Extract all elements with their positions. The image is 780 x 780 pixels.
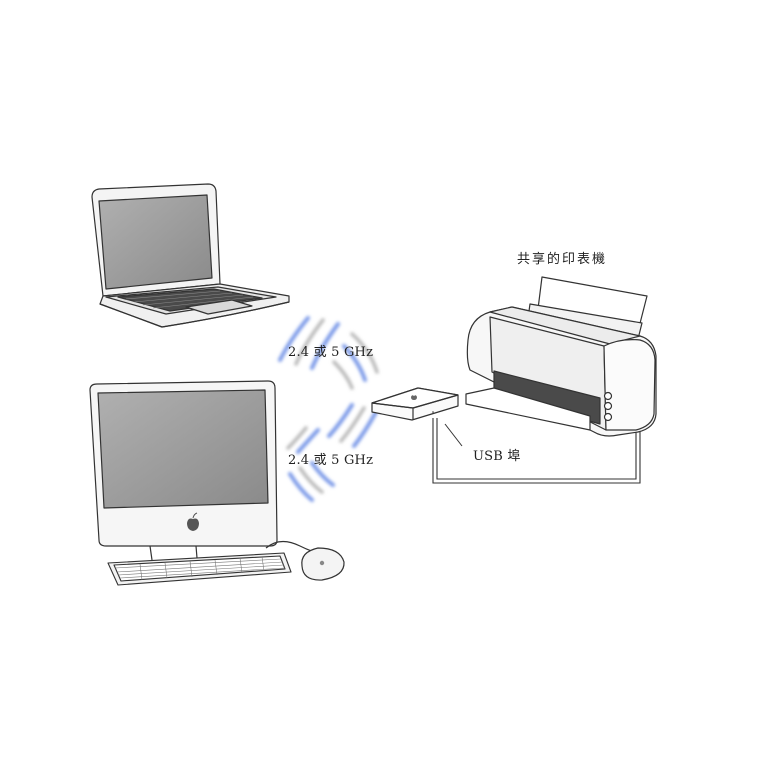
wave-arc: [332, 360, 354, 390]
wifi-base-station-icon: [371, 387, 459, 421]
wave-arc: [288, 472, 314, 502]
wave-arc: [310, 461, 335, 487]
wireless-label-bottom: 2.4 或 5 GHz: [288, 453, 374, 468]
wireless-waves-top: [278, 316, 379, 390]
wave-arc: [339, 406, 366, 443]
wave-arc: [286, 426, 308, 450]
usb-port-pointer: [444, 423, 463, 447]
wave-arc: [310, 322, 340, 370]
wireless-label-top: 2.4 或 5 GHz: [288, 345, 374, 360]
wave-arc: [278, 316, 310, 362]
printer-icon: [465, 276, 657, 437]
laptop-icon: [91, 183, 290, 328]
mouse-icon: [265, 540, 345, 581]
usb-cable: [432, 418, 641, 484]
desktop-computer-icon: [89, 380, 278, 561]
keyboard-icon: [107, 552, 292, 586]
wave-arc: [352, 410, 378, 448]
wave-arc: [342, 344, 367, 382]
apple-logo-icon: [187, 512, 199, 531]
wave-arc: [327, 403, 354, 438]
wave-arc: [298, 466, 324, 494]
wave-arc: [296, 428, 320, 454]
wave-arc: [350, 332, 379, 374]
wave-arc: [294, 318, 325, 366]
wireless-waves-bottom: [286, 403, 378, 502]
shared-printer-label: 共享的印表機: [517, 252, 608, 267]
usb-port-label: USB 埠: [473, 449, 521, 464]
